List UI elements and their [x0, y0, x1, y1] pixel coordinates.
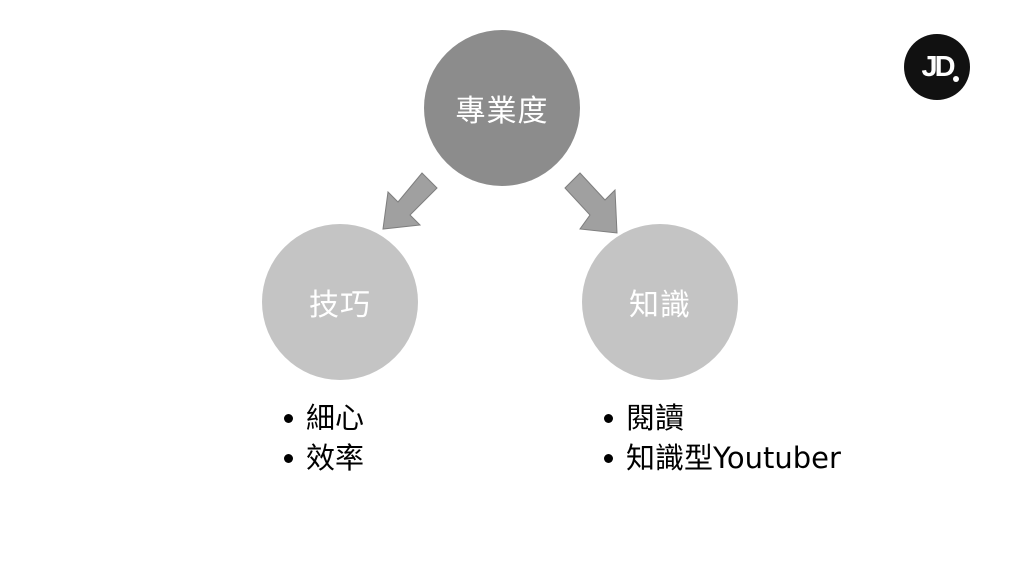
jd-logo: JD — [904, 34, 970, 100]
list-item: 知識型Youtuber — [602, 438, 841, 478]
node-professionalism-label: 專業度 — [455, 94, 549, 129]
logo-dot-icon — [953, 76, 959, 82]
node-knowledge-label: 知識 — [629, 288, 691, 323]
list-item: 閱讀 — [602, 398, 841, 438]
list-item: 效率 — [282, 438, 364, 478]
node-skills: 技巧 — [262, 224, 418, 380]
skills-bullet-list: 細心 效率 — [282, 398, 364, 478]
node-skills-label: 技巧 — [309, 288, 371, 323]
arrow-down-right — [564, 172, 618, 234]
node-professionalism: 專業度 — [424, 30, 580, 186]
node-knowledge: 知識 — [582, 224, 738, 380]
knowledge-bullet-list: 閱讀 知識型Youtuber — [602, 398, 841, 478]
list-item: 細心 — [282, 398, 364, 438]
arrow-down-left — [382, 172, 438, 230]
logo-text: JD — [921, 50, 955, 83]
